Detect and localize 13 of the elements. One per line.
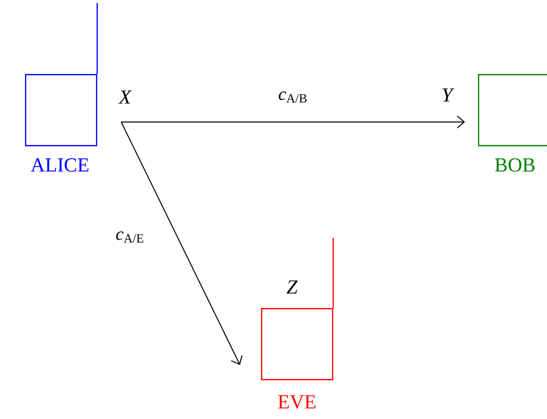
point-label: Y — [442, 88, 454, 102]
node-label: BOB — [495, 158, 535, 172]
node-label: EVE — [278, 395, 316, 409]
box — [478, 74, 547, 146]
edge-label: c$_{A/E}$ — [114, 230, 146, 244]
point-label: Z — [286, 280, 298, 294]
point-label: X — [118, 90, 132, 104]
edge-label: c$_{A/B}$ — [277, 90, 309, 104]
arrow — [120, 116, 465, 128]
arrow — [120, 122, 242, 365]
box — [261, 308, 334, 380]
node-label: ALICE — [30, 158, 88, 172]
box — [25, 74, 98, 146]
